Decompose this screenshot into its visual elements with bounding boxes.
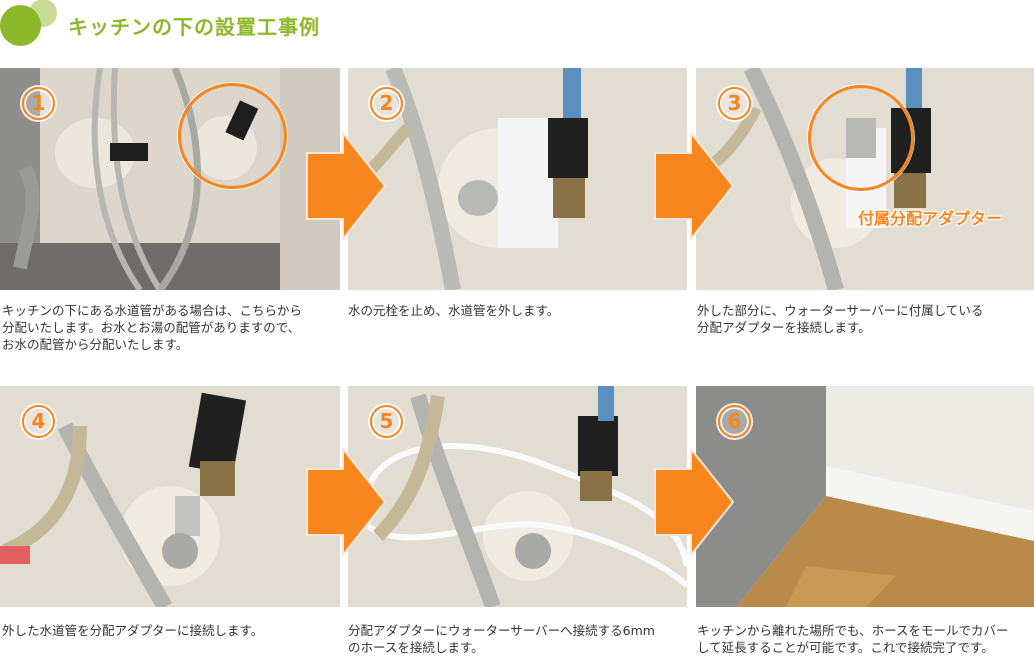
next-step-arrow-icon xyxy=(306,446,387,558)
step-badge-2: 2 xyxy=(370,87,403,120)
step-3-photo: 3 xyxy=(696,68,1034,290)
step-3-caption: 外した部分に、ウォーターサーバーに付属している 分配アダプターを接続します。 xyxy=(697,303,984,335)
step-badge-4: 4 xyxy=(22,405,55,438)
next-step-arrow-icon xyxy=(654,446,735,558)
step-6-photo: 6 xyxy=(696,386,1034,607)
next-step-arrow-icon xyxy=(654,130,735,242)
step-5-caption: 分配アダプターにウォーターサーバーへ接続する6mm のホースを接続します。 xyxy=(348,623,655,655)
step-badge-3: 3 xyxy=(718,87,751,120)
valve-detached-image xyxy=(348,68,687,290)
step-4-photo: 4 xyxy=(0,386,340,607)
next-step-arrow-icon xyxy=(306,130,387,242)
highlight-circle xyxy=(808,85,914,191)
section-title: キッチンの下の設置工事例 xyxy=(68,15,320,39)
step-badge-6: 6 xyxy=(718,405,751,438)
hose-molding-floor-image xyxy=(696,386,1034,607)
highlight-circle xyxy=(178,83,287,189)
step-1-caption: キッチンの下にある水道管がある場合は、こちらから 分配いたします。お水とお湯の配… xyxy=(2,303,303,352)
pipe-reconnected-image xyxy=(0,386,340,607)
step-badge-5: 5 xyxy=(370,405,403,438)
step-4-caption: 外した水道管を分配アダプターに接続します。 xyxy=(2,623,264,638)
step-2-photo: 2 xyxy=(348,68,687,290)
step-badge-1: 1 xyxy=(22,87,55,120)
step-1-photo: 1 xyxy=(0,68,340,290)
step-6-caption: キッチンから離れた場所でも、ホースをモールでカバー して延長することが可能です。… xyxy=(697,623,1009,655)
step-5-photo: 5 xyxy=(348,386,687,607)
section-header: キッチンの下の設置工事例 xyxy=(0,0,1034,60)
adapter-label: 付属分配アダプター xyxy=(858,209,1003,228)
step-2-caption: 水の元栓を止め、水道管を外します。 xyxy=(348,303,560,318)
header-dot-large-icon xyxy=(0,5,41,46)
